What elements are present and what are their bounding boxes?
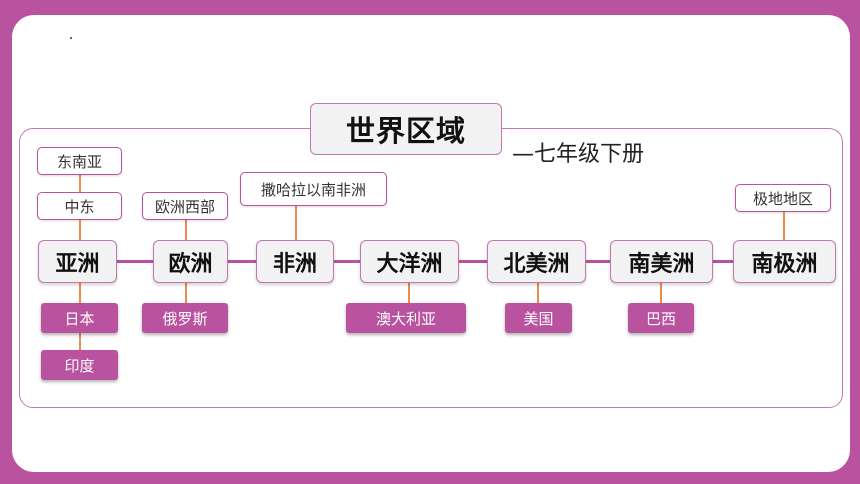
country-brazil: 巴西	[628, 303, 694, 333]
connector-europe-russia	[185, 283, 187, 303]
country-japan: 日本	[41, 303, 118, 333]
continent-asia: 亚洲	[38, 240, 117, 283]
connector-northamerica-southamerica	[586, 260, 610, 263]
continent-south-america: 南美洲	[610, 240, 713, 283]
region-southeast-asia: 东南亚	[37, 147, 122, 175]
region-polar: 极地地区	[735, 184, 831, 212]
connector-japan-india	[79, 333, 81, 350]
continent-north-america: 北美洲	[487, 240, 586, 283]
connector-westeurope-europe	[185, 220, 187, 240]
connector-europe-africa	[228, 260, 256, 263]
country-usa: 美国	[505, 303, 572, 333]
country-india: 印度	[41, 350, 118, 380]
connector-asia-japan	[79, 283, 81, 303]
connector-africa-oceania	[334, 260, 360, 263]
continent-antarctica: 南极洲	[733, 240, 836, 283]
connector-northamerica-usa	[537, 283, 539, 303]
connector-polar-antarctica	[783, 212, 785, 240]
connector-oceania-australia	[408, 283, 410, 303]
continent-europe: 欧洲	[153, 240, 228, 283]
connector-southamerica-brazil	[660, 283, 662, 303]
region-western-europe: 欧洲西部	[142, 192, 228, 220]
page-title: 世界区域	[310, 103, 502, 155]
continent-oceania: 大洋洲	[360, 240, 459, 283]
stray-dot	[70, 37, 72, 39]
country-russia: 俄罗斯	[142, 303, 228, 333]
continent-africa: 非洲	[256, 240, 334, 283]
region-middle-east: 中东	[37, 192, 122, 220]
country-australia: 澳大利亚	[346, 303, 466, 333]
connector-southamerica-antarctica	[713, 260, 733, 263]
connector-southeastasia-middleeast	[79, 175, 81, 192]
region-sub-saharan-africa: 撒哈拉以南非洲	[240, 172, 387, 206]
connector-oceania-northamerica	[459, 260, 487, 263]
connector-subsahara-africa	[295, 206, 297, 240]
connector-middleeast-asia	[79, 220, 81, 240]
page-subtitle: —七年级下册	[512, 142, 645, 167]
connector-asia-europe	[117, 260, 153, 263]
